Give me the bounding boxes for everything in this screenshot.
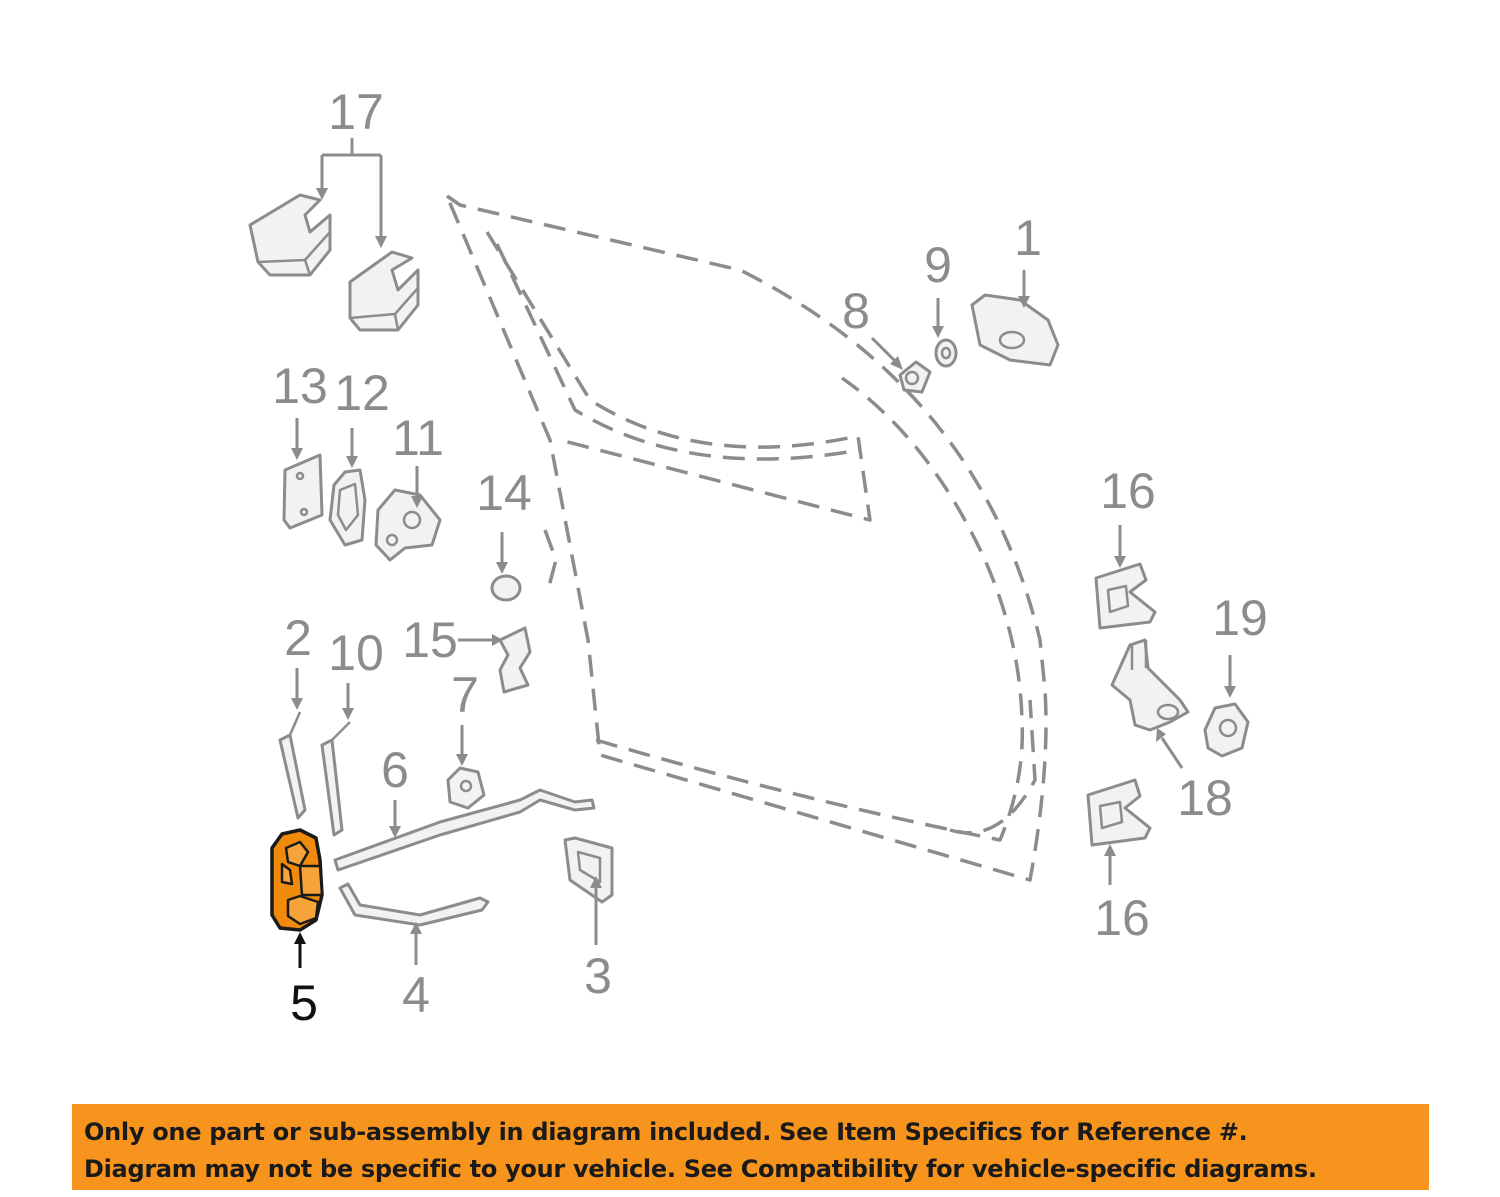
part-14-plug xyxy=(490,574,522,602)
callout-16-lower: 16 xyxy=(1094,890,1150,946)
callout-3: 3 xyxy=(584,948,612,1004)
part-12-gasket xyxy=(328,468,367,547)
arrow-10 xyxy=(342,683,354,720)
arrow-18 xyxy=(1156,728,1184,769)
part-19-bushing xyxy=(1203,702,1250,758)
part-6-rod xyxy=(333,788,596,872)
part-13-plate xyxy=(282,453,324,530)
part-10-rod xyxy=(320,721,351,837)
part-7-clip xyxy=(446,766,486,810)
part-8-bolt xyxy=(898,360,932,394)
arrow-16-lower xyxy=(1104,844,1116,885)
arrow-7 xyxy=(456,725,468,766)
part-4-rod xyxy=(338,882,490,927)
callout-9: 9 xyxy=(924,237,952,293)
part-1-outside-handle xyxy=(970,293,1060,367)
callout-4: 4 xyxy=(402,967,430,1023)
callout-2: 2 xyxy=(284,610,312,666)
arrow-3 xyxy=(590,876,602,945)
disclaimer-line-1: Only one part or sub-assembly in diagram… xyxy=(84,1118,1248,1146)
arrow-8 xyxy=(870,336,903,370)
callout-1: 1 xyxy=(1014,210,1042,266)
callout-11: 11 xyxy=(392,410,444,466)
arrow-14 xyxy=(496,532,508,574)
arrow-13 xyxy=(291,418,303,460)
callout-18: 18 xyxy=(1177,770,1233,826)
callout-13: 13 xyxy=(272,358,328,414)
arrow-1 xyxy=(1018,270,1030,308)
arrow-5 xyxy=(294,932,306,968)
callout-10: 10 xyxy=(328,625,384,681)
callout-19: 19 xyxy=(1212,590,1268,646)
part-17-covers xyxy=(248,193,420,332)
arrow-19 xyxy=(1224,655,1236,698)
arrow-9 xyxy=(932,298,944,338)
part-9-washer xyxy=(934,338,958,368)
callout-8: 8 xyxy=(842,283,870,339)
disclaimer-banner: Only one part or sub-assembly in diagram… xyxy=(72,1104,1429,1190)
callout-16-upper: 16 xyxy=(1100,463,1156,519)
part-16-lower-hinge xyxy=(1086,778,1152,847)
callout-14: 14 xyxy=(476,465,532,521)
door-outline xyxy=(445,194,1048,882)
arrow-4 xyxy=(410,922,422,965)
callout-15: 15 xyxy=(402,612,458,668)
part-11-latch xyxy=(374,488,442,562)
part-3-handle xyxy=(563,836,614,904)
callout-12: 12 xyxy=(334,365,390,421)
part-16-upper-hinge xyxy=(1094,562,1157,630)
part-2-rod xyxy=(278,711,307,820)
part-18-hinge-pin xyxy=(1110,638,1190,732)
arrow-15 xyxy=(458,634,503,646)
disclaimer-line-2: Diagram may not be specific to your vehi… xyxy=(84,1155,1317,1183)
callout-5: 5 xyxy=(290,975,318,1031)
callout-7: 7 xyxy=(451,667,479,723)
part-5-actuator xyxy=(270,828,324,932)
callout-6: 6 xyxy=(381,742,409,798)
arrow-12 xyxy=(346,428,358,468)
arrow-6 xyxy=(389,800,401,838)
arrow-17 xyxy=(316,138,387,248)
part-15-bracket xyxy=(498,626,532,694)
callout-17: 17 xyxy=(328,84,384,140)
arrow-11 xyxy=(411,466,423,508)
arrow-16-upper xyxy=(1114,525,1126,568)
arrow-2 xyxy=(291,668,303,710)
